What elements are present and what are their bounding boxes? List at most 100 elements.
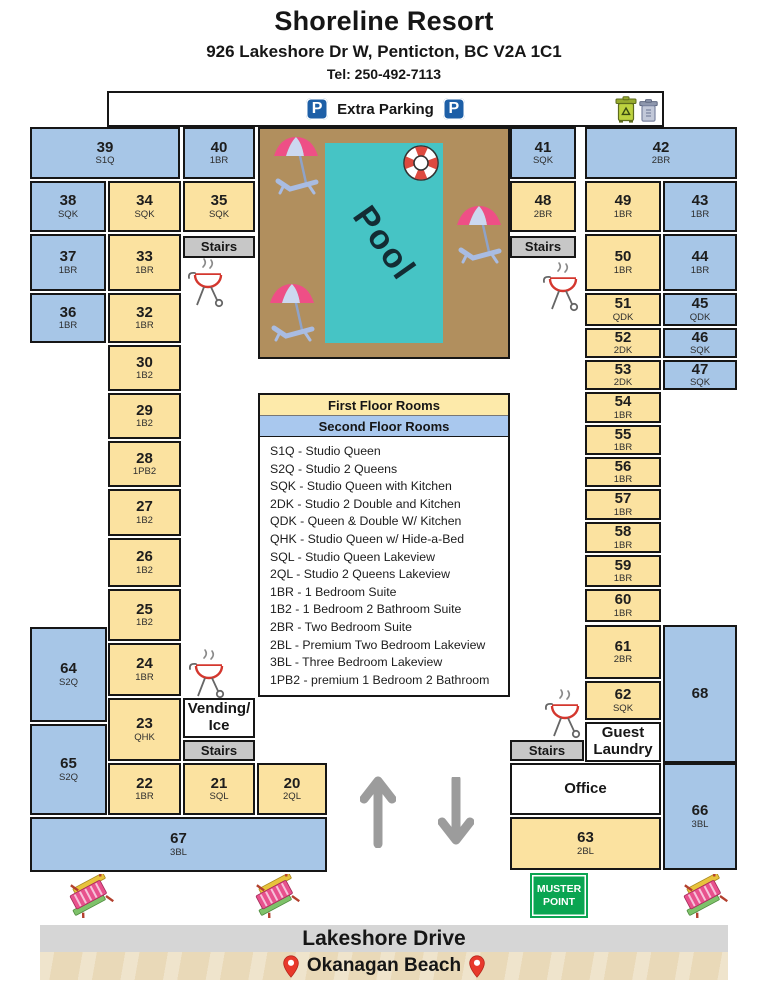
room-number: 40 xyxy=(210,138,228,156)
page-title: Shoreline Resort xyxy=(274,6,494,36)
resort-phone: Tel: 250-492-7113 xyxy=(326,66,442,82)
room-type-code: SQK xyxy=(57,208,79,220)
room-number: 48 xyxy=(534,192,552,210)
picnic-table-icon xyxy=(250,874,300,918)
room-number: 41 xyxy=(534,138,552,156)
room-type-code: 1BR xyxy=(613,506,633,518)
extra-parking-area: P Extra Parking P xyxy=(107,91,664,127)
room-type-code: 1B2 xyxy=(136,370,153,382)
room-number: 67 xyxy=(170,830,187,848)
room-type-code: S1Q xyxy=(95,155,115,167)
room-number: 32 xyxy=(136,303,153,321)
room-type-code: 2DK xyxy=(613,377,633,389)
stairs-upper-right: Stairs xyxy=(510,236,576,258)
room-type-code: 1BR xyxy=(690,264,710,276)
extra-parking-label: Extra Parking xyxy=(337,100,434,118)
room-type-code: 1BR xyxy=(135,791,154,803)
legend-entry: 3BL - Three Bedroom Lakeview xyxy=(270,655,443,670)
room-type-code: SQK xyxy=(208,208,230,220)
room-number: 66 xyxy=(691,802,709,820)
room-number: 56 xyxy=(614,457,632,475)
room-type-code: SQK xyxy=(689,377,711,389)
room-number: 59 xyxy=(614,556,632,574)
room-number: 23 xyxy=(136,715,153,733)
guest-laundry: Guest Laundry xyxy=(585,722,661,762)
legend-entry: QHK - Studio Queen w/ Hide-a-Bed xyxy=(270,531,465,546)
room-type-code: 2BR xyxy=(651,155,671,167)
room-number: 65 xyxy=(60,755,77,773)
legend-entry: 2QL - Studio 2 Queens Lakeview xyxy=(270,567,451,582)
legend-entry: 1B2 - 1 Bedroom 2 Bathroom Suite xyxy=(270,602,462,617)
room-type-code: SQK xyxy=(532,155,554,167)
room-type-code: 1B2 xyxy=(136,564,153,576)
room-number: 29 xyxy=(136,401,153,419)
room-type-code: 1BR xyxy=(209,155,229,167)
room-type-code: 2BL xyxy=(577,845,594,857)
room-type-code: 1BR xyxy=(613,409,633,421)
arrow-up-icon xyxy=(360,776,396,848)
picnic-table-icon xyxy=(64,874,114,918)
room-number: 55 xyxy=(614,425,632,443)
room-number: 62 xyxy=(614,686,632,704)
stairs-lower-left: Stairs xyxy=(183,740,255,761)
umbrella-lounger-icon xyxy=(453,202,505,264)
legend-entry: 2BL - Premium Two Bedroom Lakeview xyxy=(270,637,486,652)
bbq-grill-icon xyxy=(544,688,584,740)
room-number: 25 xyxy=(136,600,153,618)
legend-second-floor-header: Second Floor Rooms xyxy=(260,416,508,437)
legend-entry: S1Q - Studio Queen xyxy=(270,444,381,458)
room-number: 58 xyxy=(614,523,632,541)
room-number: 27 xyxy=(136,498,153,516)
parking-icon: P xyxy=(442,98,465,120)
room-number: 34 xyxy=(136,192,153,210)
room-type-code: 2BR xyxy=(613,654,633,666)
room-number: 43 xyxy=(691,192,709,210)
stairs-upper-left: Stairs xyxy=(183,236,255,258)
room-number: 35 xyxy=(210,192,228,210)
room-type-code: SQL xyxy=(209,791,229,803)
room-number: 53 xyxy=(614,360,632,378)
legend-entry: 2BR - Two Bedroom Suite xyxy=(270,619,412,634)
room-number: 52 xyxy=(614,328,632,346)
room-type-code: 1BR xyxy=(613,539,633,551)
room-number: 60 xyxy=(614,591,632,609)
room-number: 33 xyxy=(136,248,153,266)
room-type-code: 3BL xyxy=(691,818,709,830)
location-pin-icon xyxy=(283,954,299,978)
lakeshore-drive-label: Lakeshore Drive xyxy=(40,925,728,952)
muster-line2: POINT xyxy=(542,895,576,908)
room-type-code: 1BR xyxy=(58,320,78,332)
arrow-down-icon xyxy=(438,777,474,845)
room-68: 68 xyxy=(663,625,737,763)
room-type-code: QHK xyxy=(134,731,155,743)
room-type-code: 2BR xyxy=(533,208,553,220)
room-type-code: SQK xyxy=(689,345,711,357)
resort-address: 926 Lakeshore Dr W, Penticton, BC V2A 1C… xyxy=(206,42,562,61)
room-legend: First Floor Rooms Second Floor Rooms S1Q… xyxy=(258,393,510,698)
